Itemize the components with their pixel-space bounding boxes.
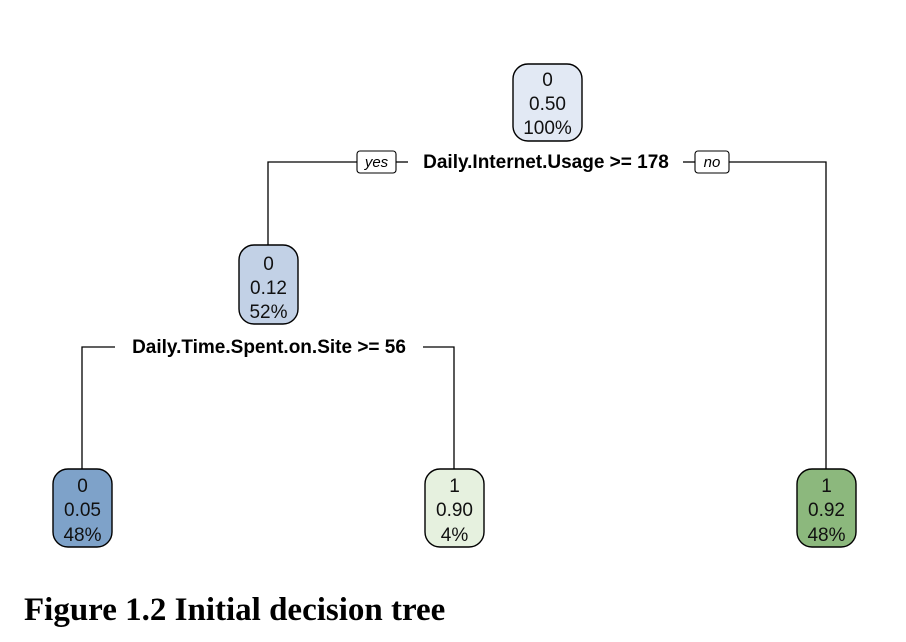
node-class-label: 0 bbox=[263, 254, 274, 275]
left-split-condition: Daily.Time.Spent.on.Site >= 56 bbox=[132, 337, 406, 358]
node-class-label: 1 bbox=[821, 476, 832, 497]
root-split: yes Daily.Internet.Usage >= 178 no bbox=[356, 150, 730, 174]
edge-left-to-leaf-lr bbox=[423, 346, 455, 469]
node-probability: 0.90 bbox=[436, 500, 473, 521]
tree-leaf-ll: 0 0.05 48% bbox=[52, 468, 113, 548]
edge-root-to-right bbox=[729, 161, 827, 469]
node-class-label: 0 bbox=[542, 70, 553, 91]
node-box bbox=[238, 244, 299, 325]
node-box bbox=[52, 468, 113, 548]
node-share: 48% bbox=[807, 525, 845, 546]
node-box bbox=[512, 63, 583, 142]
node-class-label: 1 bbox=[449, 476, 460, 497]
no-tag-label: no bbox=[704, 154, 721, 171]
node-share: 4% bbox=[441, 525, 469, 546]
node-probability: 0.12 bbox=[250, 278, 287, 299]
node-share: 52% bbox=[249, 302, 287, 323]
left-split: Daily.Time.Spent.on.Site >= 56 bbox=[132, 337, 406, 358]
figure-caption: Figure 1.2 Initial decision tree bbox=[24, 592, 446, 628]
tree-node-root: 0 0.50 100% bbox=[512, 63, 583, 142]
node-probability: 0.05 bbox=[64, 500, 101, 521]
node-probability: 0.50 bbox=[529, 94, 566, 115]
node-share: 48% bbox=[63, 525, 101, 546]
yes-tag-box bbox=[356, 150, 397, 174]
tree-leaf-lr: 1 0.90 4% bbox=[424, 468, 485, 548]
node-class-label: 0 bbox=[77, 476, 88, 497]
node-probability: 0.92 bbox=[808, 500, 845, 521]
node-box bbox=[796, 468, 857, 548]
edge-root-to-left bbox=[267, 161, 357, 245]
no-tag-box bbox=[694, 150, 730, 174]
tree-leaf-r: 1 0.92 48% bbox=[796, 468, 857, 548]
root-split-condition: Daily.Internet.Usage >= 178 bbox=[423, 152, 669, 173]
edge-left-to-leaf-ll bbox=[81, 346, 115, 469]
tree-node-left: 0 0.12 52% bbox=[238, 244, 299, 325]
yes-tag-label: yes bbox=[364, 154, 389, 171]
tree-edges bbox=[81, 161, 827, 469]
node-box bbox=[424, 468, 485, 548]
node-share: 100% bbox=[523, 118, 572, 139]
